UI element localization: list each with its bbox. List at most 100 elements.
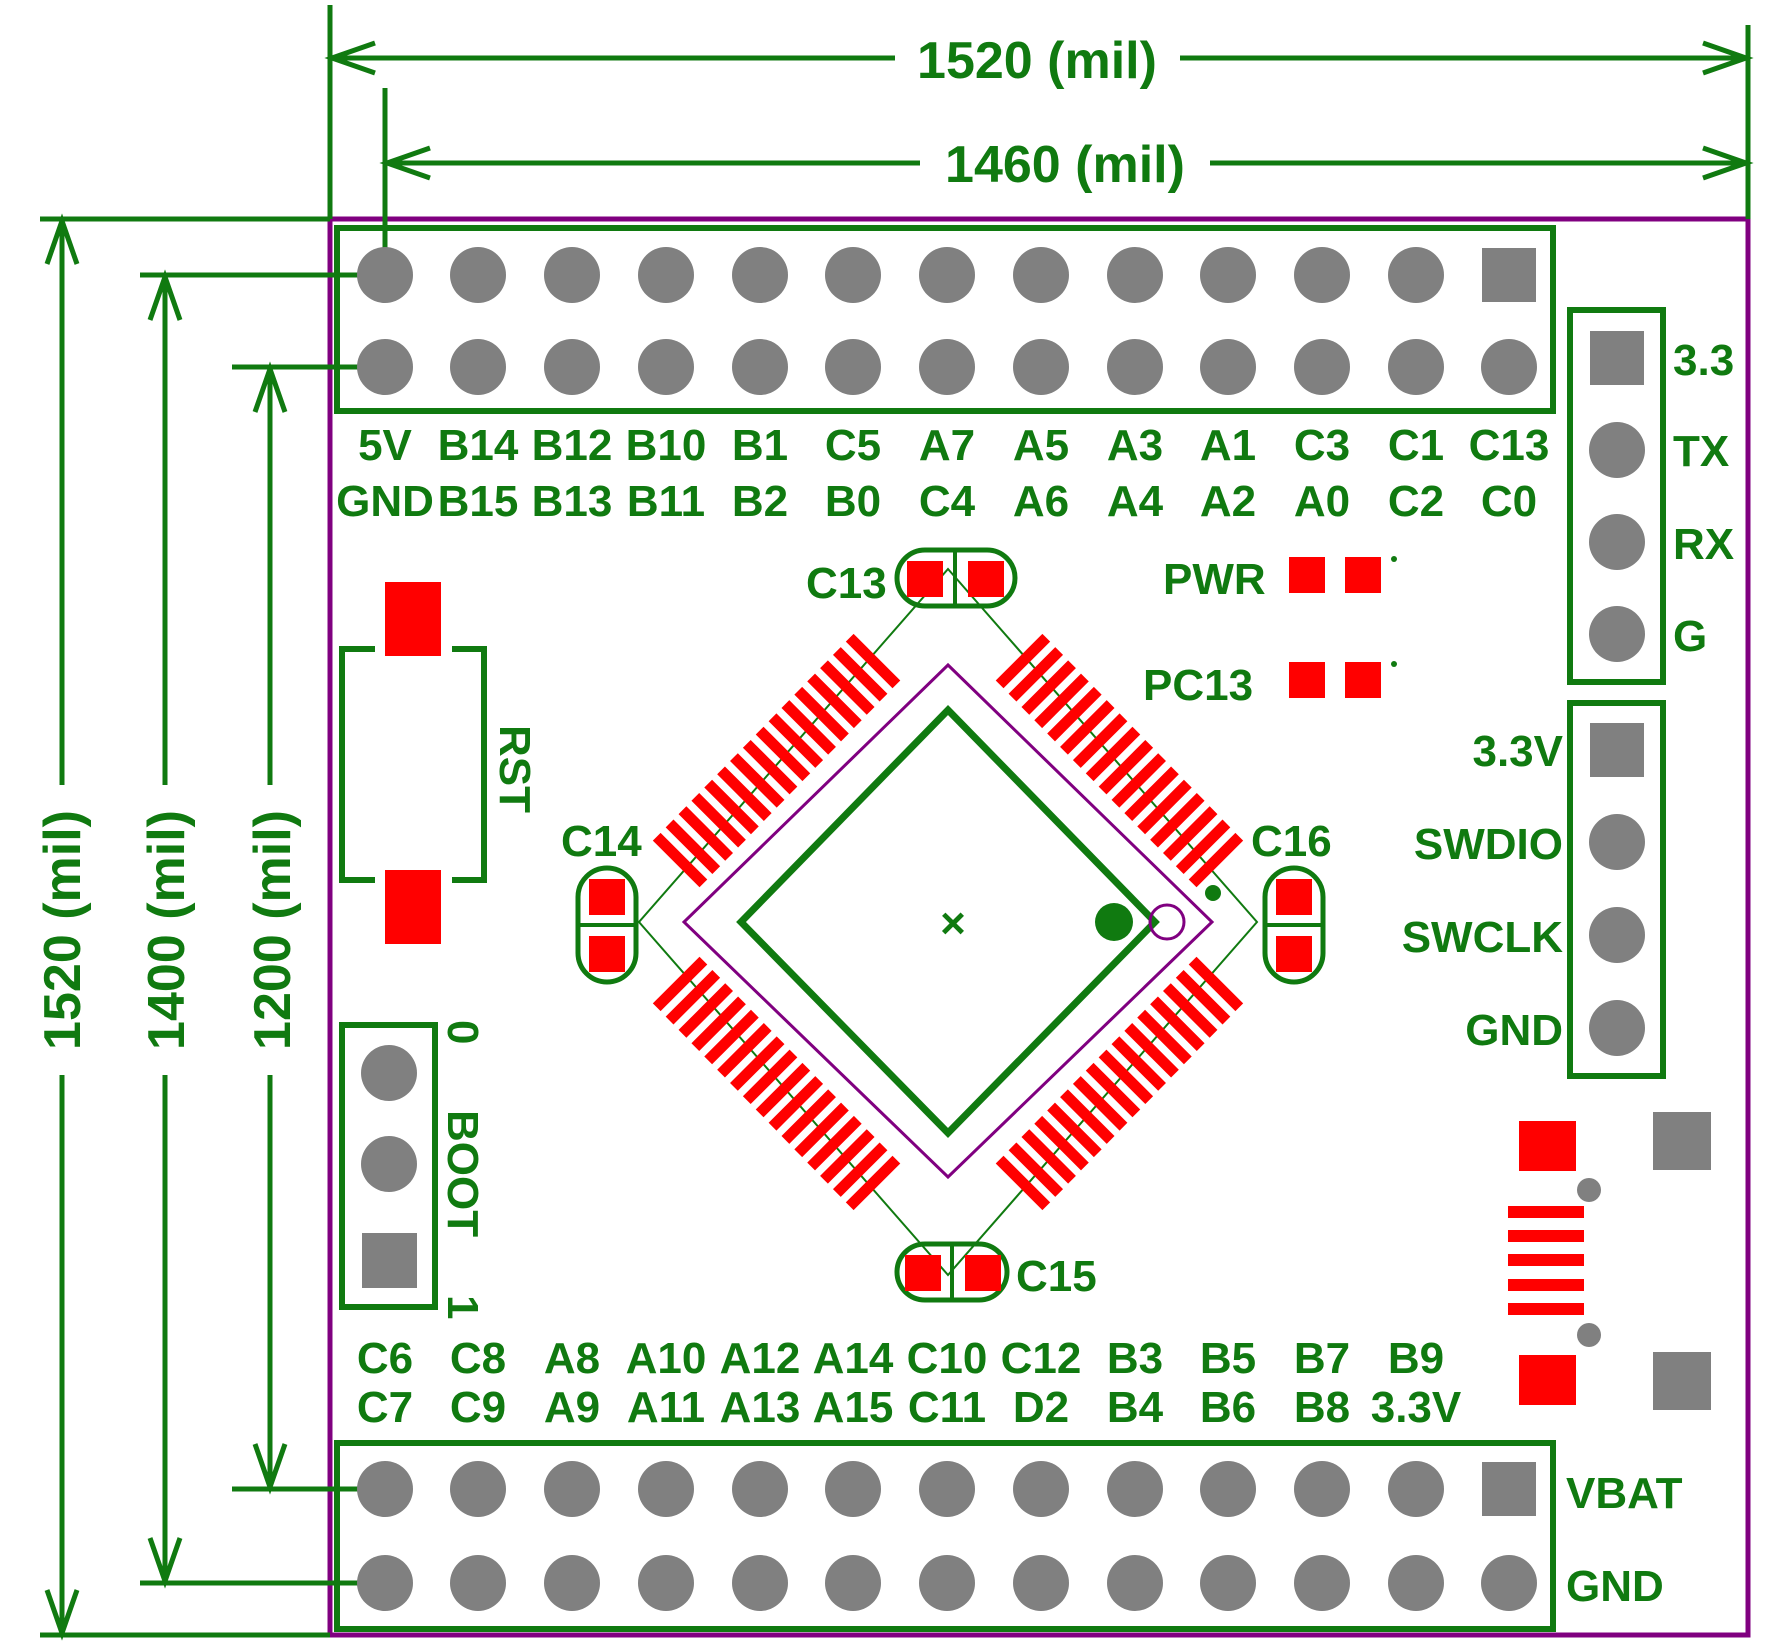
led-power: PWR bbox=[1163, 555, 1397, 604]
top-header-pin-label: B12 bbox=[532, 421, 613, 470]
bottom-header-pin bbox=[1107, 1461, 1163, 1517]
mcu-pin-pad bbox=[781, 1089, 836, 1144]
c16-pad-1 bbox=[1276, 879, 1312, 915]
bottom-header-pin bbox=[1388, 1555, 1444, 1611]
mcu-pin-pad bbox=[704, 779, 759, 835]
mcu-pin-pad bbox=[1098, 1049, 1154, 1105]
top-header-pin-label: B0 bbox=[825, 477, 881, 526]
usb-locator-bottom bbox=[1577, 1323, 1601, 1347]
top-header-pin-label: B15 bbox=[438, 477, 519, 526]
bottom-header-pin bbox=[450, 1461, 506, 1517]
bottom-header-pin-label: C9 bbox=[450, 1383, 506, 1432]
top-header-pin-label: A2 bbox=[1200, 477, 1256, 526]
mcu-pin-pad bbox=[755, 1062, 811, 1118]
pin1-dot bbox=[1205, 885, 1221, 901]
bottom-header-pin bbox=[544, 1555, 600, 1611]
bottom-header-pin bbox=[919, 1461, 975, 1517]
top-header-pin bbox=[1388, 339, 1444, 395]
mcu-pin-pad bbox=[1162, 806, 1218, 861]
mcu-pin-pad bbox=[1021, 1129, 1076, 1184]
uart-pin-1 bbox=[1590, 331, 1644, 385]
bottom-header-pin bbox=[450, 1555, 506, 1611]
mcu-pin-pad bbox=[845, 633, 901, 689]
mcu-pin-pad bbox=[717, 766, 772, 821]
uart-label-tx: TX bbox=[1673, 427, 1729, 476]
c13-pad-2 bbox=[968, 561, 1004, 597]
bottom-header-pin-label: C7 bbox=[357, 1383, 413, 1432]
top-header-outline bbox=[334, 225, 1556, 414]
mcu-pin-pad bbox=[691, 996, 746, 1051]
dimension-lines bbox=[40, 5, 1754, 1641]
top-header-pin bbox=[357, 339, 413, 395]
mcu-pin-pad bbox=[781, 700, 836, 755]
bottom-header-outline bbox=[334, 1440, 1556, 1632]
mcu-pin-pad bbox=[1098, 739, 1154, 795]
bottom-header-pin-label: B8 bbox=[1294, 1383, 1350, 1432]
bottom-header-pin bbox=[1294, 1461, 1350, 1517]
mcu-pin-pad bbox=[807, 1115, 862, 1171]
top-header-pin bbox=[544, 247, 600, 303]
top-header-pin-label: C4 bbox=[919, 477, 976, 526]
mcu-pin-pad bbox=[1175, 819, 1231, 875]
top-header-pin-label: A3 bbox=[1107, 421, 1163, 470]
top-header-pin-label: C5 bbox=[825, 421, 881, 470]
bottom-header-pin bbox=[638, 1461, 694, 1517]
bottom-header-pin-label: C6 bbox=[357, 1334, 413, 1383]
bottom-header-pin-label: A10 bbox=[626, 1334, 707, 1383]
top-header-pin bbox=[544, 339, 600, 395]
boot-pin-mid bbox=[361, 1136, 417, 1192]
bottom-header-pin-label: A15 bbox=[813, 1383, 894, 1432]
uart-pin-2 bbox=[1589, 422, 1645, 478]
led-pc13-label: PC13 bbox=[1143, 661, 1253, 710]
top-header-pin-label: B13 bbox=[532, 477, 613, 526]
usb-shield-pad-bottom-left bbox=[1519, 1355, 1576, 1405]
mcu-pin-pad bbox=[1085, 1062, 1141, 1118]
top-header-pin-label: A6 bbox=[1013, 477, 1069, 526]
usb-signal-pad bbox=[1508, 1254, 1584, 1266]
top-header-pin bbox=[638, 247, 694, 303]
bottom-header-pin bbox=[544, 1461, 600, 1517]
top-header-pin-label: A0 bbox=[1294, 477, 1350, 526]
pin1-marker bbox=[1095, 903, 1133, 941]
mcu-body-outline bbox=[736, 704, 1160, 1138]
mcu-pin-pad bbox=[1137, 779, 1192, 835]
capacitor-c13: C13 bbox=[806, 547, 1018, 609]
mcu-pin-pad bbox=[742, 1049, 798, 1105]
uart-label-rx: RX bbox=[1673, 520, 1734, 569]
usb-signal-pad bbox=[1508, 1206, 1584, 1218]
bottom-header-pin-label: B7 bbox=[1294, 1334, 1350, 1383]
mcu-pin-pad bbox=[832, 647, 888, 702]
top-header-pin-label: C3 bbox=[1294, 421, 1350, 470]
led-pc13: PC13 bbox=[1143, 661, 1397, 710]
bottom-header-pin bbox=[1107, 1555, 1163, 1611]
led-pc13-pad-2 bbox=[1345, 662, 1381, 698]
swd-pin-4 bbox=[1589, 1000, 1645, 1056]
top-header-pin-label: C1 bbox=[1388, 421, 1444, 470]
c15-pad-2 bbox=[965, 1255, 1001, 1291]
mcu-pin-pad bbox=[665, 819, 721, 875]
top-header-pin bbox=[1013, 339, 1069, 395]
mcu-pin-pad bbox=[652, 832, 708, 888]
swd-label-swdio: SWDIO bbox=[1414, 820, 1563, 869]
boot-label-1: 1 bbox=[438, 1295, 487, 1319]
reset-pad-bottom bbox=[385, 870, 441, 944]
dim-height-outer: 1520 (mil) bbox=[34, 810, 92, 1050]
mcu-pin-pad bbox=[1162, 983, 1218, 1038]
reset-pad-top bbox=[385, 582, 441, 656]
top-header-pin bbox=[357, 247, 413, 303]
boot-label-0: 0 bbox=[438, 1020, 487, 1044]
bottom-header-pin-label: A13 bbox=[720, 1383, 801, 1432]
swd-pin-3 bbox=[1589, 907, 1645, 963]
boot-pin-1 bbox=[362, 1233, 417, 1288]
mcu-pin-pad bbox=[807, 673, 862, 729]
mcu-pin-pad bbox=[1111, 1036, 1166, 1091]
bottom-header-pin bbox=[1388, 1461, 1444, 1517]
bottom-header-label-vbat: VBAT bbox=[1566, 1469, 1683, 1518]
mcu-pin-pad bbox=[717, 1023, 772, 1078]
usb-shield-pad-top-left bbox=[1519, 1121, 1576, 1171]
swd-pin-1 bbox=[1590, 723, 1644, 777]
swd-label-3v3: 3.3V bbox=[1472, 727, 1563, 776]
pin1-outline-marker bbox=[1148, 903, 1186, 941]
bottom-header-pin bbox=[1013, 1461, 1069, 1517]
